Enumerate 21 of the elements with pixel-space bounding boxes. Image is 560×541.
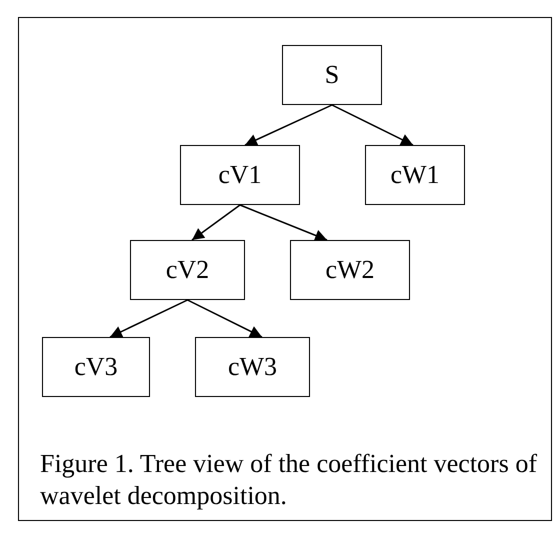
tree-node-box [130,240,245,300]
tree-node-box [282,45,382,105]
arrow [240,204,328,242]
arrow [187,299,262,338]
node-label: cW1 [390,162,440,188]
node-label: cV1 [218,162,262,188]
arrow [192,204,240,241]
arrow [110,299,188,338]
tree-node-box [195,337,310,397]
node-label: S [324,62,340,88]
figure-caption: Figure 1. Tree view of the coefficient vectors of wavelet decomposition. [40,448,538,512]
tree-node-box [42,337,150,397]
arrow [244,104,332,146]
tree-node-box [365,145,465,205]
node-label: cW2 [325,257,375,283]
tree-node-box [290,240,410,300]
node-label: cW3 [228,354,278,380]
node-label: cV2 [166,257,210,283]
node-label: cV3 [74,354,118,380]
arrow [332,104,414,146]
tree-node-box [180,145,300,205]
